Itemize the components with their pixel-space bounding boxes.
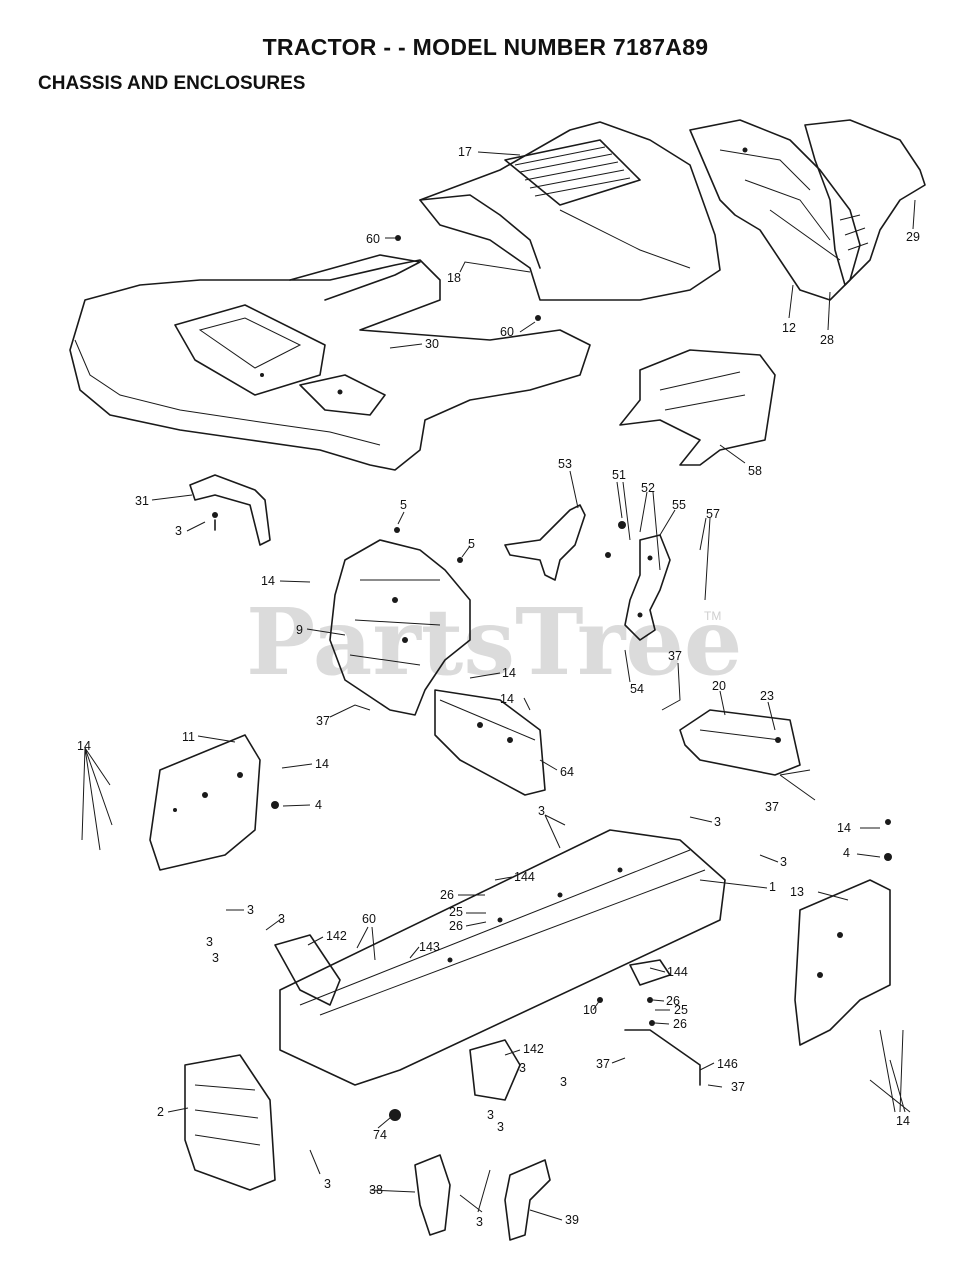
bracket-64-part (434, 689, 546, 796)
callout-142b: 142 (523, 1042, 544, 1056)
callout-3e: 3 (247, 903, 254, 917)
callout-14d: 14 (77, 739, 91, 753)
bracket-38-part (414, 1154, 451, 1236)
callout-20: 20 (712, 679, 726, 693)
callout-60a: 60 (366, 232, 380, 246)
plate-2-part (184, 1054, 276, 1191)
callout-37b: 37 (316, 714, 330, 728)
callout-25a: 25 (449, 905, 463, 919)
callout-144b: 144 (667, 965, 688, 979)
callout-142a: 142 (326, 929, 347, 943)
callout-74: 74 (373, 1128, 387, 1142)
callout-37c: 37 (765, 800, 779, 814)
callout-58: 58 (748, 464, 762, 478)
callout-3c: 3 (714, 815, 721, 829)
section-title: CHASSIS AND ENCLOSURES (38, 73, 306, 94)
callout-37e: 37 (731, 1080, 745, 1094)
callout-3d: 3 (780, 855, 787, 869)
callout-3h: 3 (212, 951, 219, 965)
callout-14a: 14 (261, 574, 275, 588)
callout-1: 1 (769, 880, 776, 894)
callout-3k: 3 (487, 1108, 494, 1122)
callout-14e: 14 (315, 757, 329, 771)
callout-5b: 5 (468, 537, 475, 551)
callout-17: 17 (458, 145, 472, 159)
hood-part (419, 121, 721, 301)
bracket-31-part (189, 474, 271, 546)
callout-13: 13 (790, 885, 804, 899)
callout-4a: 4 (315, 798, 322, 812)
bracket-53-part (504, 504, 586, 581)
callout-18: 18 (447, 271, 461, 285)
dash-panel-part (329, 539, 471, 716)
bracket-39-part (504, 1159, 551, 1241)
callout-14f: 14 (837, 821, 851, 835)
callout-26c: 26 (666, 994, 680, 1008)
watermark-text: PartsTree (246, 588, 742, 696)
callout-3g: 3 (206, 935, 213, 949)
callout-51: 51 (612, 468, 626, 482)
callout-29: 29 (906, 230, 920, 244)
callout-146: 146 (717, 1057, 738, 1071)
callout-144a: 144 (514, 870, 535, 884)
leader-lines (81, 151, 916, 1221)
callout-31: 31 (135, 494, 149, 508)
callout-26b: 26 (449, 919, 463, 933)
callout-26a: 26 (440, 888, 454, 902)
callout-28: 28 (820, 333, 834, 347)
callout-2: 2 (157, 1105, 164, 1119)
callout-3i: 3 (519, 1061, 526, 1075)
rod-146-part (624, 1029, 701, 1086)
callout-4b: 4 (843, 846, 850, 860)
page-title: TRACTOR - - MODEL NUMBER 7187A89 (262, 34, 709, 60)
callout-64: 64 (560, 765, 574, 779)
callout-10: 10 (583, 1003, 597, 1017)
callout-23: 23 (760, 689, 774, 703)
callout-26d: 26 (673, 1017, 687, 1031)
callout-57: 57 (706, 507, 720, 521)
callout-55: 55 (672, 498, 686, 512)
callout-12: 12 (782, 321, 796, 335)
nose-cover-part (804, 119, 926, 286)
callout-143: 143 (419, 940, 440, 954)
callout-37d: 37 (596, 1057, 610, 1071)
callout-3b: 3 (538, 804, 545, 818)
callout-60b: 60 (500, 325, 514, 339)
bracket-55-part (624, 534, 671, 641)
callout-3l: 3 (497, 1120, 504, 1134)
callout-3m: 3 (324, 1177, 331, 1191)
fastener-hardware (212, 235, 892, 1121)
callout-11: 11 (182, 730, 195, 744)
callout-38: 38 (369, 1183, 383, 1197)
callout-52: 52 (641, 481, 655, 495)
bracket-142-left-part (274, 934, 341, 1006)
fender-part (69, 254, 591, 471)
bracket-142-right-part (469, 1039, 521, 1101)
callout-3j: 3 (560, 1075, 567, 1089)
callout-39: 39 (565, 1213, 579, 1227)
plate-13-part (794, 879, 891, 1046)
heat-shield-part (619, 349, 776, 466)
callout-3f: 3 (278, 912, 285, 926)
callout-5a: 5 (400, 498, 407, 512)
callout-25b: 25 (674, 1003, 688, 1017)
plate-20-part (679, 709, 801, 776)
callout-60c: 60 (362, 912, 376, 926)
watermark-trademark: TM (704, 609, 721, 623)
callout-14c: 14 (500, 692, 514, 706)
bracket-144-part (629, 959, 671, 986)
callout-54: 54 (630, 682, 644, 696)
callout-labels: 17 60 18 12 28 29 30 60 58 53 51 52 55 5… (77, 145, 920, 1229)
plate-11-part (149, 734, 261, 871)
callout-37a: 37 (668, 649, 682, 663)
callout-3a: 3 (175, 524, 182, 538)
callout-30: 30 (425, 337, 439, 351)
callout-14b: 14 (502, 666, 516, 680)
frame-rail-part (279, 829, 726, 1086)
callout-14g: 14 (896, 1114, 910, 1128)
callout-9: 9 (296, 623, 303, 637)
callout-3n: 3 (476, 1215, 483, 1229)
callout-53: 53 (558, 457, 572, 471)
